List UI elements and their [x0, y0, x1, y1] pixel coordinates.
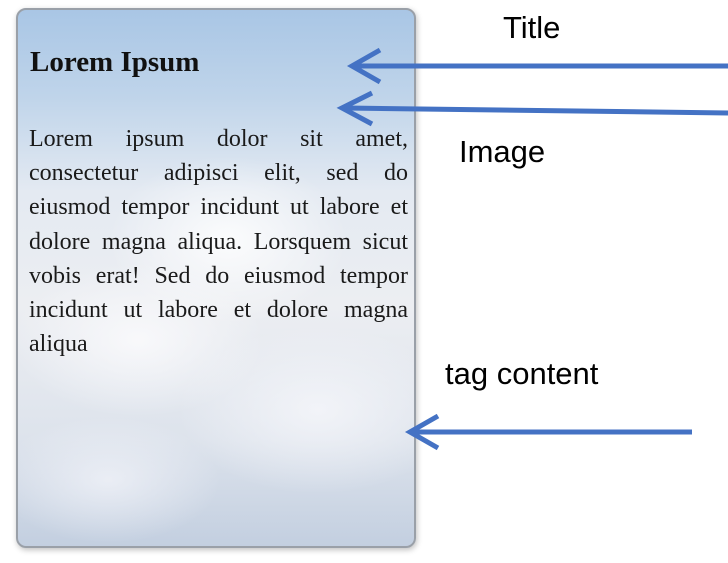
- card-title: Lorem Ipsum: [30, 46, 200, 78]
- title-annotation-label: Title: [503, 10, 561, 45]
- card: Lorem Ipsum Lorem ipsum dolor sit amet, …: [16, 8, 416, 548]
- image-annotation-label: Image: [459, 134, 546, 169]
- tag-content-annotation-label: tag content: [445, 356, 599, 391]
- card-body-text: Lorem ipsum dolor sit amet, consectetur …: [29, 126, 408, 358]
- tag-content-arrow-icon: [404, 413, 692, 451]
